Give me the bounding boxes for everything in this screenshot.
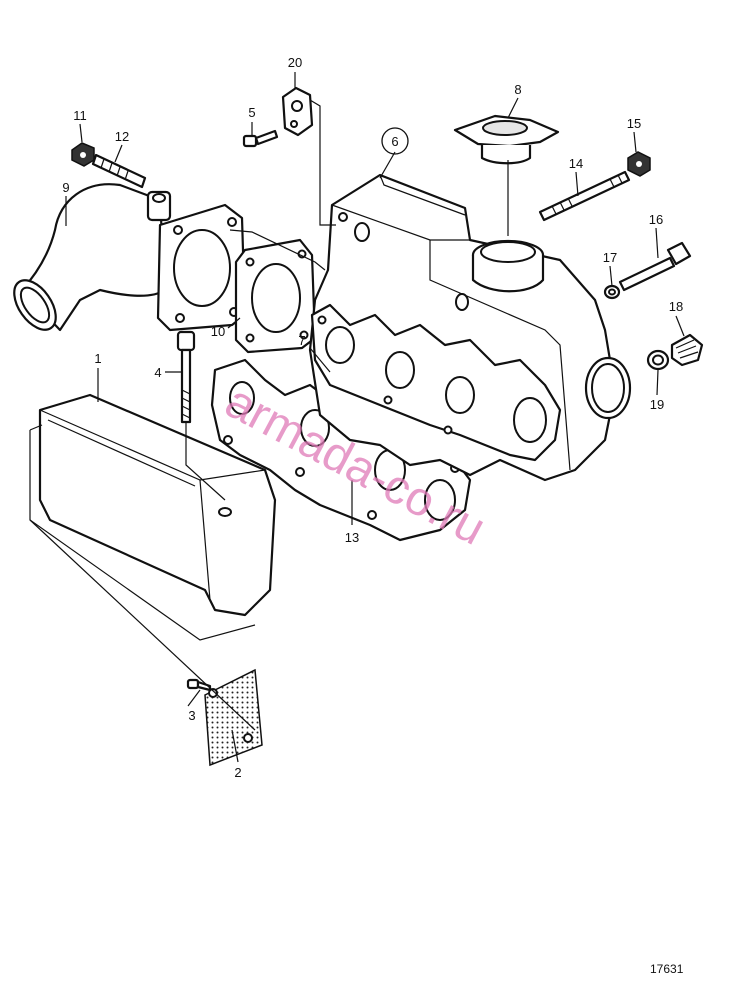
long-bolt: [176, 330, 226, 501]
manifold-gasket: [210, 358, 472, 542]
heat-exchanger-housing: [29, 393, 277, 641]
callout-1: 1: [94, 351, 101, 366]
stud: [91, 153, 147, 189]
pressure-cap: [453, 114, 560, 165]
callout-10: 10: [211, 324, 225, 339]
callout-13: 13: [345, 530, 359, 545]
callout-9: 9: [62, 180, 69, 195]
manifold-nut: [627, 151, 651, 177]
callout-19: 19: [650, 397, 664, 412]
drain-plug: [670, 333, 704, 367]
mesh-plate: [204, 668, 263, 767]
manifold-bolt: [618, 241, 692, 292]
callout-17: 17: [603, 250, 617, 265]
exhaust-elbow: [13, 183, 247, 332]
manifold-stud: [538, 170, 631, 222]
callout-18: 18: [669, 299, 683, 314]
callout-14: 14: [569, 156, 583, 171]
callout-5: 5: [248, 105, 255, 120]
bolt-washer: [603, 284, 621, 300]
stud-nut: [71, 142, 95, 167]
callout-12: 12: [115, 129, 129, 144]
leader-lines: [29, 72, 685, 763]
callout-2: 2: [234, 765, 241, 780]
callout-labels: 1 2 3 4 5 6 7 8 9 10 11 12 13 14 15 16 1…: [62, 55, 683, 780]
lifting-bracket: [281, 86, 314, 137]
bracket-screw: [242, 129, 279, 148]
exhaust-manifold: [308, 173, 632, 482]
callout-11: 11: [73, 108, 87, 123]
plug-seal-ring: [646, 349, 670, 371]
callout-8: 8: [514, 82, 521, 97]
drawing-number: 17631: [650, 962, 684, 976]
callout-3: 3: [188, 708, 195, 723]
callout-20: 20: [288, 55, 302, 70]
callout-6: 6: [391, 134, 398, 149]
flange-gasket: [234, 238, 317, 354]
callout-7: 7: [298, 333, 305, 348]
callout-16: 16: [649, 212, 663, 227]
callout-4: 4: [154, 365, 161, 380]
callout-15: 15: [627, 116, 641, 131]
